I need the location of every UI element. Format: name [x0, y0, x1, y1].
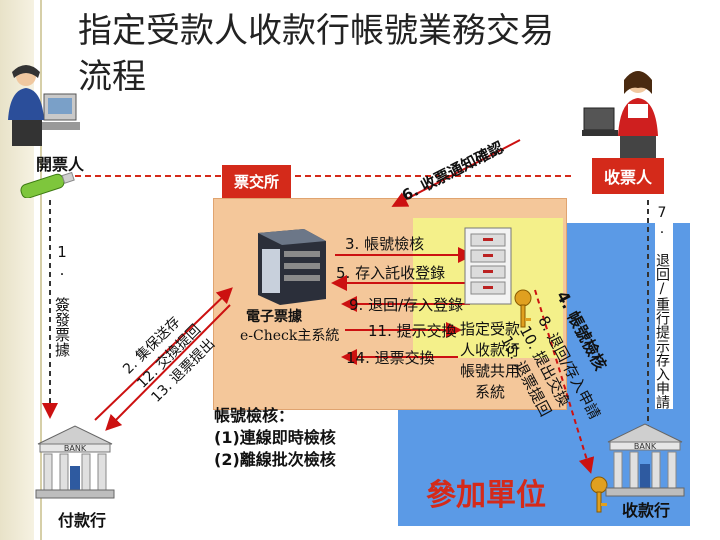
issuer-label: 開票人 [36, 155, 85, 174]
shared-system-label: 指定受款 人收款行 帳號共用 系統 [460, 318, 520, 402]
shared-system-line-4: 系統 [475, 383, 506, 401]
step-1-label: 1. 簽發票據 [53, 243, 71, 357]
step-9-label: 9. 退回/存入登錄 [349, 296, 464, 314]
left-decoration-line [40, 0, 42, 540]
check-note-line-3: (2)離線批次檢核 [214, 450, 336, 469]
svg-text:BANK: BANK [634, 442, 657, 451]
shared-system-line-2: 人收款行 [460, 341, 521, 359]
title-line-1: 指定受款人收款行帳號業務交易 [78, 11, 554, 51]
step-11-label: 11. 提示交換 [368, 322, 457, 340]
person-icon [580, 64, 672, 160]
step-3-label: 3. 帳號檢核 [345, 235, 425, 253]
arrow-right-diagonal [534, 289, 595, 474]
system-name-line-1: 電子票據 [246, 309, 302, 325]
participant-label: 參加單位 [426, 478, 546, 513]
check-note-line-1: 帳號檢核： [214, 406, 295, 425]
key-icon [508, 288, 538, 330]
title-line-2: 流程 [78, 57, 146, 97]
arrow-notify [391, 139, 521, 207]
shared-system-line-3: 帳號共用 [460, 362, 521, 380]
arrow-left-diagonal-down [105, 304, 231, 431]
usb-key-icon [16, 170, 76, 198]
arrow-left-diagonal-up [94, 287, 233, 421]
shared-system-line-1: 指定受款 [460, 320, 521, 338]
clearing-house-label: 票交所 [222, 165, 292, 198]
bank-icon: BANK [600, 420, 690, 500]
system-name-line-2: e-Check主系統 [240, 328, 340, 344]
step-7-box: 7. 退回/重行提示存入申請 [654, 205, 673, 409]
step-1-box: 1. 簽發票據 [53, 243, 72, 357]
check-note-line-2: (1)連線即時檢核 [214, 428, 336, 447]
step-5-label: 5. 存入託收登錄 [336, 264, 446, 282]
step-7-label: 7. 退回/重行提示存入申請 [654, 205, 670, 409]
person-icon [2, 60, 82, 152]
payee-label: 收票人 [592, 158, 665, 194]
paying-bank-label: 付款行 [58, 511, 107, 530]
check-note: 帳號檢核： (1)連線即時檢核 (2)離線批次檢核 [214, 405, 336, 471]
cabinet-icon [463, 226, 513, 306]
server-icon [250, 225, 332, 307]
key-icon [585, 475, 613, 515]
bank-icon: BANK [30, 422, 120, 502]
collecting-bank-label: 收款行 [622, 501, 671, 520]
step-14-label: 14. 退票交換 [346, 349, 435, 367]
svg-text:BANK: BANK [64, 444, 87, 453]
page-title: 指定受款人收款行帳號業務交易 流程 [78, 8, 554, 100]
